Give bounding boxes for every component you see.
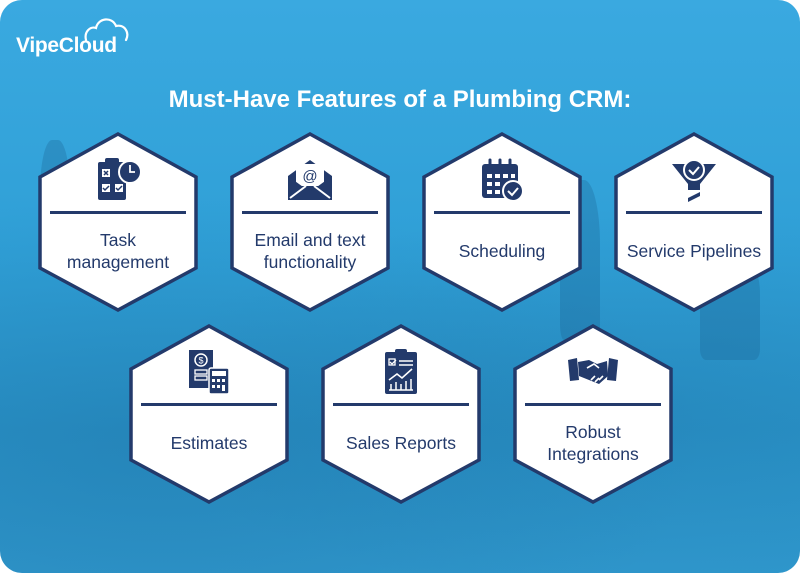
feature-label: Robust Integrations <box>547 422 639 464</box>
feature-robust-integrations: Robust Integrations <box>513 324 673 504</box>
divider <box>525 403 661 406</box>
feature-label: Task management <box>66 230 170 272</box>
divider <box>333 403 469 406</box>
page-title: Must-Have Features of a Plumbing CRM: <box>168 86 632 113</box>
feature-label: Service Pipelines <box>626 241 762 261</box>
clipboard-clock-icon <box>98 158 142 200</box>
divider <box>141 403 277 406</box>
feature-label: Estimates <box>170 433 248 453</box>
calendar-check-icon <box>482 158 524 202</box>
feature-sales-reports: Sales Reports <box>321 324 481 504</box>
vipecloud-logo: VipeCloud <box>14 10 134 57</box>
feature-label: Sales Reports <box>346 433 456 453</box>
divider <box>626 211 762 214</box>
svg-text:@: @ <box>302 168 317 185</box>
handshake-icon <box>568 358 618 384</box>
divider <box>434 211 570 214</box>
feature-service-pipelines: Service Pipelines <box>614 132 774 312</box>
divider <box>242 211 378 214</box>
feature-estimates: $ Estimates <box>129 324 289 504</box>
clipboard-chart-icon <box>385 349 417 394</box>
cloud-icon <box>84 18 129 42</box>
feature-task-management: Task management <box>38 132 198 312</box>
feature-label: Email and text functionality <box>254 230 366 272</box>
feature-scheduling: Scheduling <box>422 132 582 312</box>
funnel-check-icon <box>672 159 716 202</box>
feature-label: Scheduling <box>458 241 546 261</box>
brand-name: VipeCloud <box>16 34 117 57</box>
feature-email-text: @ Email and text functionality <box>230 132 390 312</box>
svg-text:$: $ <box>198 356 203 366</box>
divider <box>50 211 186 214</box>
invoice-calculator-icon: $ <box>189 350 230 395</box>
envelope-at-icon: @ <box>288 160 332 200</box>
